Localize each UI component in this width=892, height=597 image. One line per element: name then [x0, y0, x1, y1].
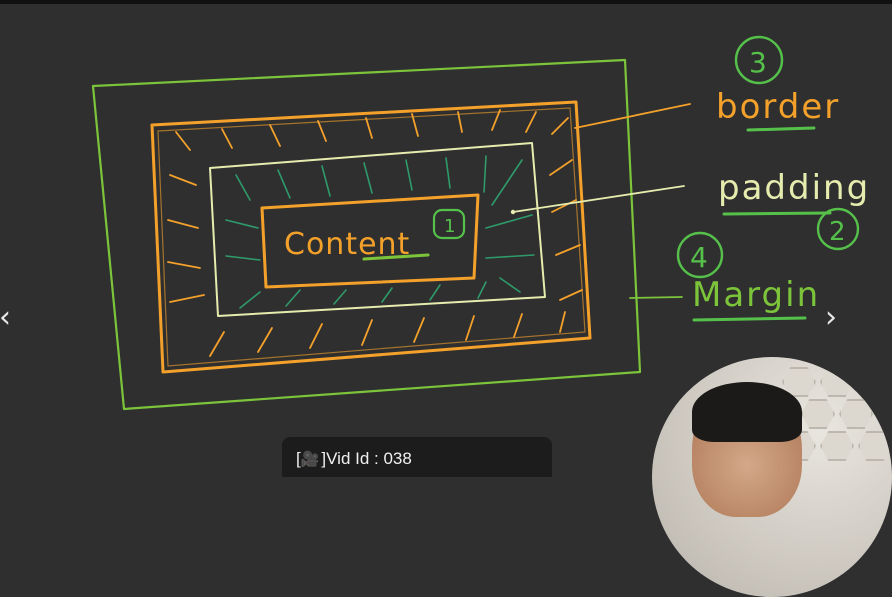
padding-label: padding	[718, 168, 870, 208]
presenter-webcam	[652, 357, 892, 597]
margin-box	[91, 58, 642, 411]
number-1-badge: 1	[432, 208, 466, 240]
whiteboard-canvas: Content 1 3 border padding 2 4 Margin	[91, 35, 870, 411]
presenter-hair	[692, 382, 802, 442]
number-4-badge: 4	[676, 231, 724, 279]
svg-text:3: 3	[749, 46, 767, 79]
number-2-badge: 2	[816, 207, 860, 251]
border-label: border	[716, 87, 840, 127]
margin-underline	[692, 316, 807, 322]
next-arrow[interactable]: ›	[825, 300, 837, 335]
border-box	[150, 100, 592, 374]
bracket-text: [	[296, 449, 301, 468]
padding-hatching	[225, 155, 535, 309]
leader-lines	[510, 103, 691, 299]
padding-box	[209, 142, 546, 317]
svg-text:2: 2	[829, 217, 846, 247]
svg-text:1: 1	[444, 216, 455, 237]
video-id-badge: [🎥]Vid Id : 038	[282, 437, 552, 477]
number-3-badge: 3	[734, 35, 784, 85]
content-underline	[362, 253, 430, 261]
movie-camera-icon: 🎥	[300, 451, 320, 468]
margin-label: Margin	[692, 275, 820, 315]
previous-arrow[interactable]: ‹	[0, 300, 11, 335]
top-bar	[0, 0, 892, 4]
border-inner-line	[157, 107, 586, 367]
content-box	[260, 193, 480, 289]
border-underline	[746, 126, 816, 132]
svg-text:4: 4	[690, 241, 708, 274]
padding-underline	[722, 211, 832, 216]
border-hatching	[167, 109, 583, 357]
video-id-text: ]Vid Id : 038	[321, 449, 412, 468]
